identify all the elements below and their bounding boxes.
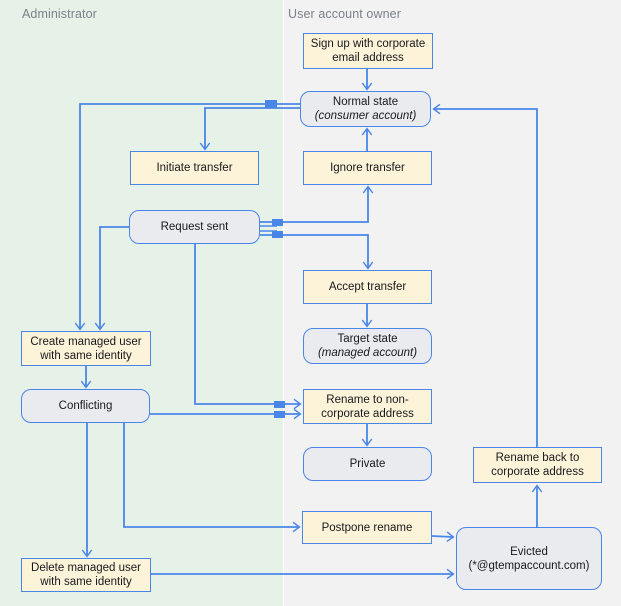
node-rename-non: Rename to non-corporate address — [303, 389, 432, 424]
node-target: Target state (managed account) — [303, 328, 432, 364]
node-private: Private — [303, 447, 432, 481]
node-signup-label: email address — [332, 52, 404, 64]
node-delete: Delete managed user with same identity — [21, 558, 151, 592]
node-rename-back-label: corporate address — [491, 466, 584, 478]
node-normal-label: Normal state — [332, 96, 399, 108]
node-delete-label: with same identity — [40, 576, 132, 588]
panel-label-user-account-owner: User account owner — [288, 7, 401, 21]
node-create-label: Create managed user — [30, 335, 142, 348]
node-signup: Sign up with corporate email address — [303, 33, 433, 69]
node-target-label: Target state — [337, 333, 398, 345]
node-accept-label: Accept transfer — [328, 281, 407, 293]
node-accept: Accept transfer — [303, 270, 432, 304]
node-ignore: Ignore transfer — [303, 151, 432, 185]
node-rename-back: Rename back to corporate address — [473, 447, 602, 483]
node-conflicting: Conflicting — [21, 389, 150, 423]
node-evicted: Evicted(*@gtempaccount.com) — [456, 527, 602, 590]
node-ignore-label: Ignore transfer — [330, 162, 405, 174]
node-conflicting-label: Conflicting — [58, 400, 113, 412]
node-normal-sublabel: (consumer account) — [314, 110, 417, 122]
node-target-sublabel: (managed account) — [317, 347, 418, 359]
node-signup-label: Sign up with corporate — [310, 38, 426, 50]
node-rename-back-label: Rename back to — [495, 452, 580, 464]
node-private-label: Private — [349, 458, 386, 470]
panel-label-administrator: Administrator — [22, 7, 97, 21]
node-postpone: Postpone rename — [302, 511, 432, 544]
node-request-label: Request sent — [160, 221, 229, 233]
node-initiate-label: Initiate transfer — [156, 162, 233, 174]
node-postpone-label: Postpone rename — [321, 521, 413, 534]
node-evicted-label: (*@gtempaccount.com) — [468, 559, 590, 572]
node-rename-non-label: corporate address — [321, 407, 414, 420]
node-request: Request sent — [129, 210, 260, 244]
node-delete-label: Delete managed user — [31, 562, 141, 574]
node-create-label: with same identity — [40, 349, 132, 362]
node-rename-non-label: Rename to non- — [326, 393, 409, 406]
node-evicted-label: Evicted — [510, 545, 548, 558]
node-normal: Normal state (consumer account) — [300, 91, 431, 127]
node-initiate: Initiate transfer — [130, 151, 259, 185]
